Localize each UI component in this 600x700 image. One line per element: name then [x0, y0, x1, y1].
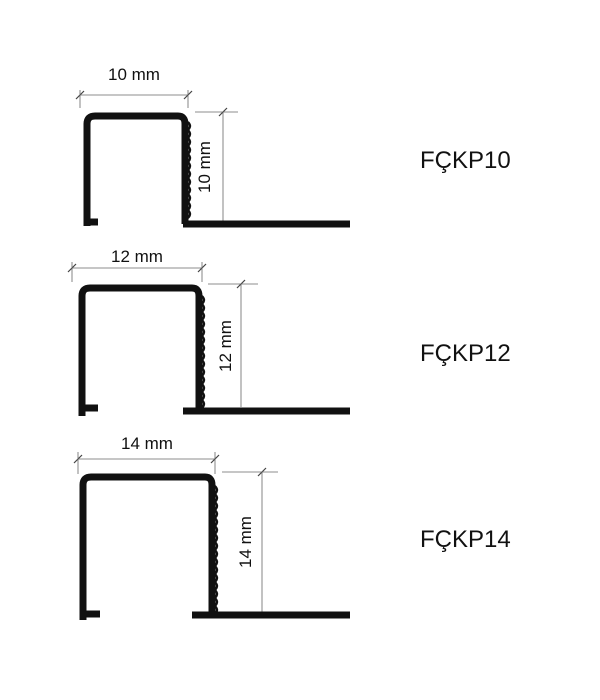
profile-shape [78, 284, 350, 416]
u-channel-outline [83, 112, 189, 226]
height-dimension: 10 mm [195, 107, 238, 222]
u-channel-outline [78, 284, 203, 416]
height-dimension: 12 mm [208, 279, 258, 407]
width-dimension: 12 mm [67, 247, 207, 282]
serrated-edge [186, 121, 192, 219]
profile-code: FÇKP12 [420, 340, 511, 367]
height-label: 10 mm [195, 141, 214, 193]
height-label: 12 mm [216, 320, 235, 372]
width-dimension: 10 mm [75, 65, 193, 108]
serrated-edge [200, 295, 206, 409]
width-label: 10 mm [108, 65, 160, 84]
profile-shape [83, 112, 350, 228]
profile-group-fckp12: 12 mm 12 mm FÇKP12 [67, 247, 511, 416]
profile-group-fckp14: 14 mm 14 mm FÇKP14 [73, 434, 511, 620]
height-label: 14 mm [236, 516, 255, 568]
height-dimension: 14 mm [222, 467, 278, 612]
profile-code: FÇKP14 [420, 526, 511, 553]
serrated-edge [213, 485, 219, 615]
u-channel-outline [79, 473, 216, 620]
width-dimension: 14 mm [73, 434, 220, 474]
profile-code: FÇKP10 [420, 147, 511, 174]
width-label: 12 mm [111, 247, 163, 266]
profile-shape [79, 473, 350, 620]
profile-group-fckp10: 10 mm 10 mm FÇKP10 [75, 65, 511, 228]
width-label: 14 mm [121, 434, 173, 453]
